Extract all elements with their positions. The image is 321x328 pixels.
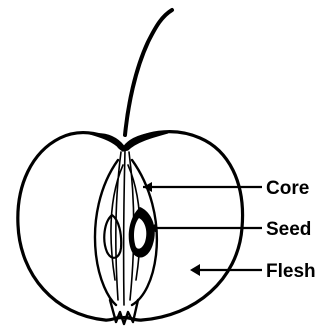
flesh-pointer-arrowhead xyxy=(190,264,200,276)
core-wall-left xyxy=(95,160,118,305)
label-flesh: Flesh xyxy=(266,261,316,282)
stem xyxy=(125,10,172,135)
stem-cavity xyxy=(90,133,168,151)
label-core: Core xyxy=(266,178,309,199)
label-seed: Seed xyxy=(266,219,311,240)
seed-left xyxy=(104,215,121,258)
